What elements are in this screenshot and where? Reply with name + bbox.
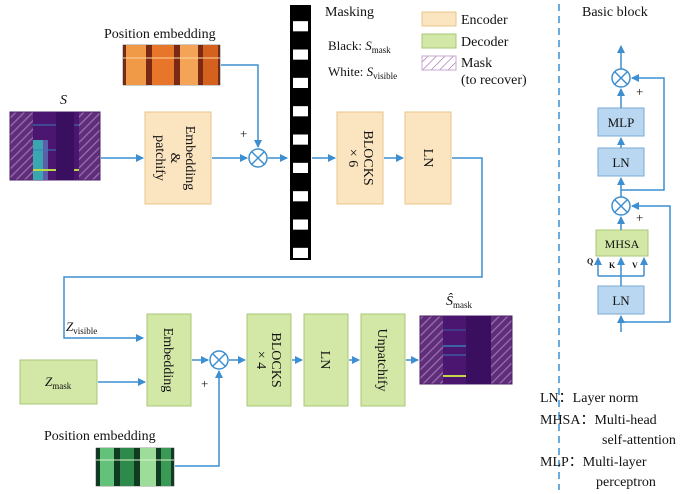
masking-strip [290, 5, 311, 260]
def-mhsa: MHSA：Multi-head [540, 413, 657, 428]
dec-plus: + [201, 376, 208, 391]
enc-plus: + [240, 126, 247, 141]
legend-mask-note: (to recover) [461, 73, 527, 88]
enc-blocks-line1: BLOCKS [360, 130, 375, 185]
bb-mhsa-box [595, 229, 649, 257]
enc-embed-box [144, 111, 212, 205]
output-spectrogram [419, 315, 513, 385]
legend-mask: Mask [461, 56, 492, 71]
dec-embed-label: Embedding [160, 328, 175, 393]
mask-cell-visible [293, 21, 308, 32]
enc-embed-line2: & [167, 153, 182, 164]
def-ln: LN：Layer norm [540, 391, 638, 406]
mask-cell-visible [293, 191, 308, 202]
enc-blocks-line2: × 6 [345, 149, 360, 167]
enc-ln-box [404, 111, 452, 205]
mask-cell-visible [293, 106, 308, 117]
masking-title: Masking [325, 5, 374, 20]
legend-mask-swatch [421, 55, 457, 71]
bb-v-label: V [632, 261, 638, 270]
dec-unpatch-box [360, 313, 406, 407]
zmask-label: Zmask [45, 374, 72, 391]
legend-encoder-swatch [421, 11, 457, 27]
basic-block-arrows [594, 45, 671, 332]
legend-encoder: Encoder [461, 13, 508, 28]
bb-ln-bottom-label: LN [612, 293, 630, 308]
dec-unpatch-label: Unpatchify [374, 329, 389, 392]
mask-cell-visible [293, 77, 308, 88]
definitions: LN：Layer norm MHSA：Multi-head self-atten… [540, 391, 676, 490]
zvis-label: Zvisible [66, 319, 97, 336]
bb-ln-top-box [597, 147, 645, 177]
dec-blocks-line1: BLOCKS [268, 332, 283, 387]
pos-emb-dec-label: Position embedding [44, 429, 156, 444]
bb-q-label: Q [587, 257, 593, 266]
enc-embed-line3: patchify [152, 135, 167, 181]
dec-ln-box [303, 313, 349, 407]
def-mlp-cont: perceptron [596, 475, 656, 490]
masking-black: Black: Smask [328, 38, 391, 55]
bb-mlp-label: MLP [608, 115, 635, 130]
pos-emb-dec-image [95, 447, 175, 487]
def-mhsa-cont: self-attention [602, 433, 676, 448]
bb-k-label: K [609, 261, 616, 270]
mask-cell-visible [293, 219, 308, 230]
zmask-box [19, 359, 98, 405]
dec-blocks-line2: × 4 [253, 351, 268, 369]
bb-ln-top-label: LN [612, 155, 630, 170]
mask-cell-visible [293, 49, 308, 60]
dec-embed-box [146, 313, 192, 407]
pos-emb-enc-image [122, 44, 221, 86]
pos-emb-enc-label: Position embedding [104, 27, 216, 42]
dec-ln-label: LN [317, 351, 332, 370]
bb-mlp-box [597, 107, 645, 137]
enc-blocks-box [336, 111, 384, 205]
masking-white: White: Svisible [328, 64, 397, 81]
def-mlp: MLP：Multi-layer [540, 455, 647, 470]
bb-mhsa-label: MHSA [605, 237, 640, 251]
output-label: Ŝmask [446, 292, 472, 310]
legend-decoder-swatch [421, 33, 457, 49]
bb-ln-bottom-box [597, 285, 645, 315]
dec-blocks-box [246, 313, 292, 407]
input-spectrogram [9, 111, 101, 181]
mask-cell-visible [293, 162, 308, 173]
legend-decoder: Decoder [461, 35, 509, 50]
encoder-arrows [63, 64, 483, 342]
enc-embed-line1: Embedding [182, 126, 197, 191]
bb-plus-mid: + [636, 210, 643, 225]
mask-cell-visible [293, 134, 308, 145]
input-s-label: S [60, 93, 67, 108]
mask-cell-visible [293, 247, 308, 258]
decoder-arrows [98, 356, 419, 467]
basic-block-title: Basic block [582, 5, 648, 20]
bb-plus-top: + [636, 84, 643, 99]
enc-ln-label: LN [420, 149, 435, 168]
